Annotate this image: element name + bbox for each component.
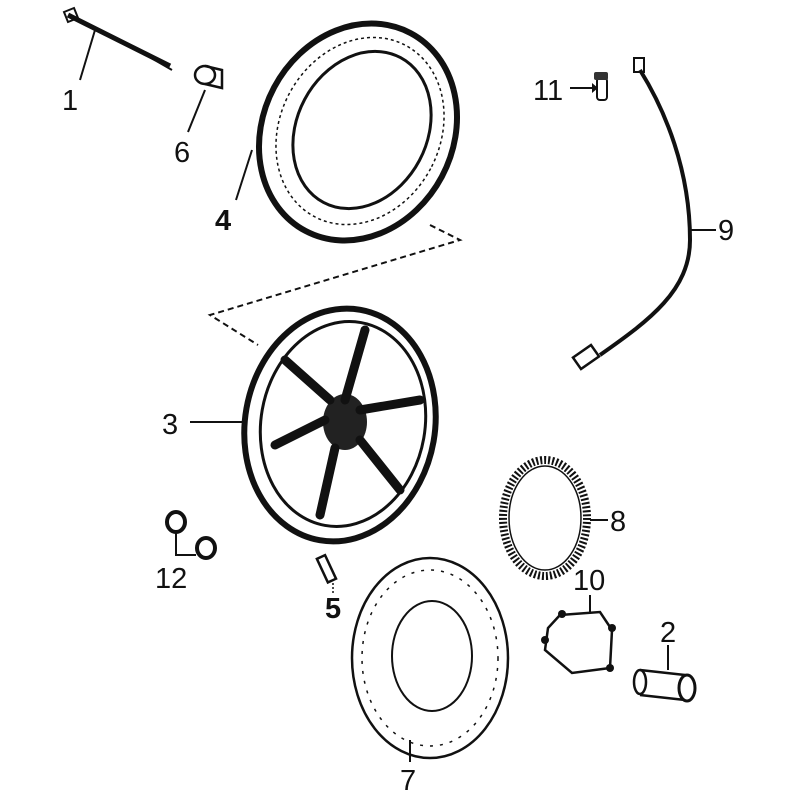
- part-3-wheel-rim[interactable]: [190, 293, 454, 556]
- label-7: 7: [400, 765, 416, 797]
- part-5-pin[interactable]: [315, 553, 338, 595]
- label-3: 3: [162, 409, 178, 441]
- label-11: 11: [533, 75, 563, 107]
- label-12: 12: [155, 563, 187, 595]
- part-8-abs-ring[interactable]: [499, 456, 608, 580]
- label-1: 1: [62, 85, 78, 117]
- label-2: 2: [660, 617, 676, 649]
- part-11-screw[interactable]: [570, 72, 608, 101]
- alignment-dashed-line: [207, 224, 463, 346]
- part-7-brake-disc[interactable]: [350, 556, 510, 762]
- label-6: 6: [174, 137, 190, 169]
- part-10-sensor-bracket[interactable]: [541, 595, 616, 675]
- part-9-speed-sensor[interactable]: [571, 57, 716, 371]
- part-1-axle[interactable]: [62, 6, 173, 81]
- label-10: 10: [573, 565, 605, 597]
- part-12-nuts[interactable]: [165, 510, 217, 560]
- part-4-tire[interactable]: [222, 0, 495, 275]
- part-6-bushing[interactable]: [187, 64, 224, 133]
- label-4: 4: [215, 205, 231, 237]
- part-2-spacer[interactable]: [632, 645, 697, 703]
- label-5: 5: [325, 593, 341, 625]
- label-8: 8: [610, 506, 626, 538]
- label-9: 9: [718, 215, 734, 247]
